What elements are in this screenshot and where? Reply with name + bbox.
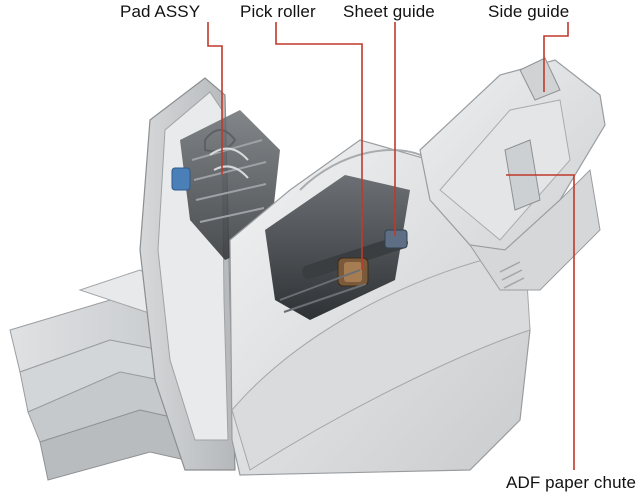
pick-roller-leader — [275, 22, 363, 270]
pad-assy-leader — [207, 22, 223, 175]
adf-paper-chute — [419, 57, 606, 291]
pick-roller-label: Pick roller — [240, 2, 316, 21]
adf-paper-chute-label: ADF paper chute — [506, 473, 637, 492]
pad-assy-label: Pad ASSY — [120, 2, 201, 21]
front-cover — [139, 77, 280, 471]
adf-paper-chute-leader — [506, 174, 575, 470]
sheet-guide-label: Sheet guide — [343, 2, 435, 21]
callout-leader-lines — [207, 22, 575, 470]
side-guide-leader — [543, 22, 569, 92]
side-guide-label: Side guide — [488, 2, 570, 21]
